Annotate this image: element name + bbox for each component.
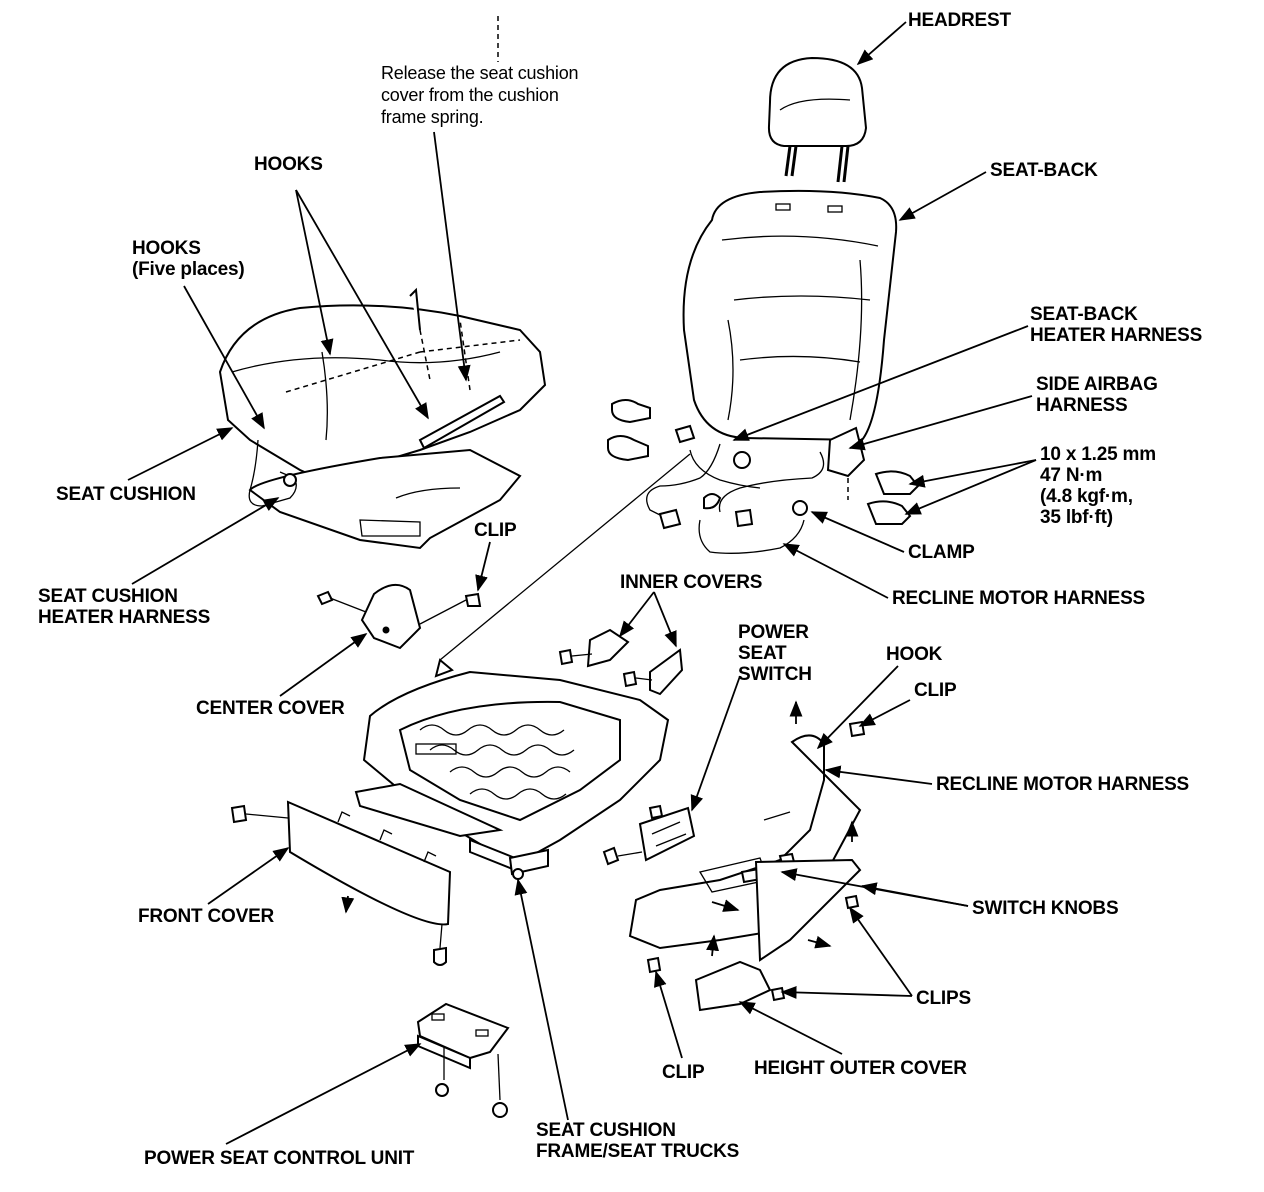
power-seat-switch-part bbox=[602, 804, 696, 866]
side-airbag-line-1: SIDE AIRBAG bbox=[1036, 374, 1158, 395]
bolt-torque-spec: 10 x 1.25 mm 47 N·m (4.8 kgf·m, 35 lbf·f… bbox=[1040, 444, 1156, 528]
bolt-spec-line-4: 35 lbf·ft) bbox=[1040, 507, 1113, 528]
inner-covers-part bbox=[558, 628, 684, 696]
seat-cushion-frame-label: SEAT CUSHION FRAME/SEAT TRUCKS bbox=[536, 1120, 739, 1162]
release-note: Release the seat cushion cover from the … bbox=[381, 62, 579, 128]
leader-lines bbox=[127, 16, 1037, 1145]
front-cover-label: FRONT COVER bbox=[138, 906, 275, 927]
seat-frame-part bbox=[354, 658, 670, 880]
seat-back-label: SEAT-BACK bbox=[990, 160, 1098, 181]
headrest-label: HEADREST bbox=[908, 10, 1011, 31]
power-seat-switch-line-1: POWER bbox=[738, 622, 809, 643]
side-airbag-harness-label: SIDE AIRBAG HARNESS bbox=[1036, 374, 1158, 416]
release-note-line-2: cover from the cushion bbox=[381, 85, 559, 105]
clips-label: CLIPS bbox=[916, 988, 971, 1009]
clip-right-label: CLIP bbox=[914, 680, 957, 701]
inner-covers-label: INNER COVERS bbox=[620, 572, 763, 593]
recline-motor-harness-top-label: RECLINE MOTOR HARNESS bbox=[892, 588, 1146, 609]
power-seat-control-unit-label: POWER SEAT CONTROL UNIT bbox=[144, 1148, 415, 1169]
seat-frame-line-1: SEAT CUSHION bbox=[536, 1120, 676, 1141]
bolt-spec-line-2: 47 N·m bbox=[1040, 465, 1103, 486]
seat-back-heater-harness-label: SEAT-BACK HEATER HARNESS bbox=[1030, 304, 1202, 346]
power-seat-switch-line-2: SEAT bbox=[738, 643, 787, 664]
height-outer-cover-part bbox=[694, 858, 862, 1012]
hooks-label: HOOKS bbox=[254, 154, 323, 175]
power-seat-switch-label: POWER SEAT SWITCH bbox=[738, 622, 812, 685]
movement-arrows bbox=[341, 700, 859, 957]
headrest-part bbox=[767, 56, 868, 183]
seat-cushion-part bbox=[218, 287, 547, 550]
bolt-spec-line-1: 10 x 1.25 mm bbox=[1040, 444, 1156, 465]
cushion-heater-line-2: HEATER HARNESS bbox=[38, 607, 211, 628]
control-unit-part bbox=[416, 1002, 510, 1118]
power-seat-switch-line-3: SWITCH bbox=[738, 664, 812, 685]
recline-motor-harness-right-label: RECLINE MOTOR HARNESS bbox=[936, 774, 1190, 795]
hooks-five-places-label: HOOKS (Five places) bbox=[132, 238, 245, 280]
height-outer-cover-label: HEIGHT OUTER COVER bbox=[754, 1058, 967, 1079]
release-note-line-1: Release the seat cushion bbox=[381, 63, 579, 83]
seat-cushion-label: SEAT CUSHION bbox=[56, 484, 196, 505]
hooks-five-line-2: (Five places) bbox=[132, 259, 245, 280]
release-note-line-3: frame spring. bbox=[381, 107, 484, 127]
seat-frame-line-2: FRAME/SEAT TRUCKS bbox=[536, 1141, 740, 1162]
front-cover-part bbox=[230, 800, 452, 966]
hooks-five-line-1: HOOKS bbox=[132, 238, 201, 259]
side-airbag-line-2: HARNESS bbox=[1036, 395, 1128, 416]
seat-back-part bbox=[682, 189, 898, 442]
clamp-label: CLAMP bbox=[908, 542, 975, 563]
seat-cushion-heater-harness-label: SEAT CUSHION HEATER HARNESS bbox=[38, 586, 210, 628]
center-cover-label: CENTER COVER bbox=[196, 698, 345, 719]
cushion-heater-harness-part bbox=[248, 439, 297, 507]
seat-back-heater-line-2: HEATER HARNESS bbox=[1030, 325, 1203, 346]
seat-back-heater-line-1: SEAT-BACK bbox=[1030, 304, 1138, 325]
cushion-heater-line-1: SEAT CUSHION bbox=[38, 586, 178, 607]
hook-label: HOOK bbox=[886, 644, 943, 665]
switch-knobs-label: SWITCH KNOBS bbox=[972, 898, 1119, 919]
bolt-spec-line-3: (4.8 kgf·m, bbox=[1040, 486, 1133, 507]
clip-bottom-label: CLIP bbox=[662, 1062, 705, 1083]
clip-top-label: CLIP bbox=[474, 520, 517, 541]
center-cover-part bbox=[316, 583, 482, 650]
